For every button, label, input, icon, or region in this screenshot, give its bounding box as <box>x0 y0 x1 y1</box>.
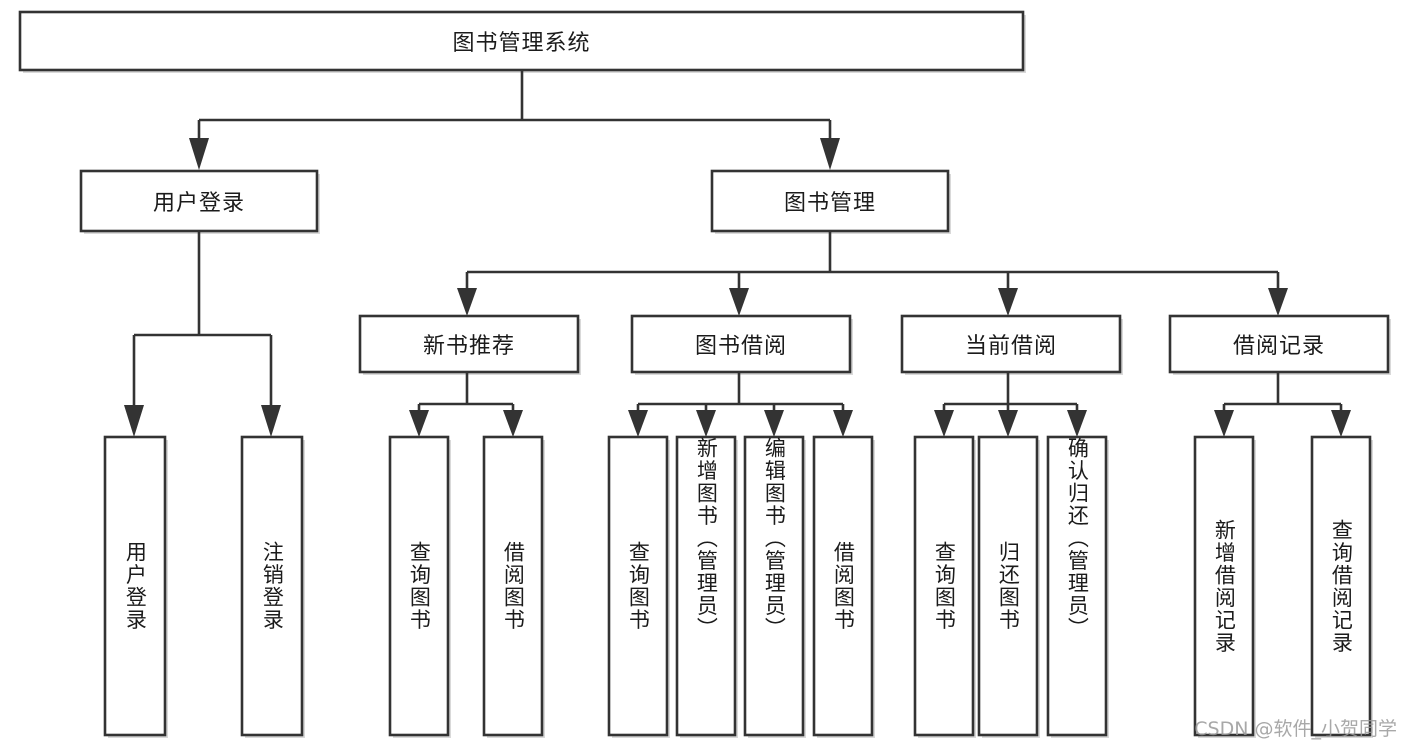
node-user-login[interactable] <box>79 169 320 234</box>
leaf-book-borrow-3[interactable] <box>743 435 806 738</box>
arrow-br-leaf-1 <box>1214 410 1234 437</box>
node-borrow-record[interactable] <box>1168 314 1391 375</box>
arrow-nb-leaf-2 <box>503 410 523 437</box>
node-book-borrow-rect[interactable] <box>630 314 852 374</box>
connector-new-book-to-leaves <box>409 372 523 437</box>
leaf-book-borrow-2[interactable] <box>675 435 738 738</box>
connector-user-login-to-leaves <box>124 231 281 437</box>
leaf-new-book-2[interactable] <box>482 435 545 738</box>
arrow-cb-leaf-2 <box>998 410 1018 437</box>
connector-current-borrow-to-leaves <box>934 372 1087 437</box>
node-user-login-rect[interactable] <box>79 169 319 233</box>
leaf-rect[interactable] <box>240 435 304 737</box>
arrow-to-new-book <box>457 288 477 316</box>
arrow-bb-leaf-2 <box>696 410 716 437</box>
node-new-book-recommend[interactable] <box>358 314 581 375</box>
leaf-rect[interactable] <box>812 435 874 737</box>
leaf-rect[interactable] <box>675 435 737 737</box>
connector-borrow-record-to-leaves <box>1214 372 1351 437</box>
node-book-manage-rect[interactable] <box>710 169 950 233</box>
arrow-cb-leaf-3 <box>1067 410 1087 437</box>
leaf-current-borrow-2[interactable] <box>977 435 1040 738</box>
connector-book-borrow-to-leaves <box>628 372 853 437</box>
leaf-book-borrow-4[interactable] <box>812 435 875 738</box>
node-borrow-record-rect[interactable] <box>1168 314 1390 374</box>
leaf-rect[interactable] <box>482 435 544 737</box>
arrow-ul-leaf-2 <box>261 405 281 437</box>
leaf-rect[interactable] <box>103 435 167 737</box>
node-root-rect[interactable] <box>18 10 1025 72</box>
leaf-borrow-record-1[interactable] <box>1193 435 1256 738</box>
node-current-borrow[interactable] <box>900 314 1123 375</box>
arrow-to-user-login <box>189 138 209 170</box>
leaf-book-borrow-1[interactable] <box>607 435 670 738</box>
arrow-bb-leaf-4 <box>833 410 853 437</box>
leaf-current-borrow-3[interactable] <box>1046 435 1109 738</box>
leaf-rect[interactable] <box>743 435 805 737</box>
leaf-new-book-1[interactable] <box>388 435 451 738</box>
leaf-rect[interactable] <box>1310 435 1372 737</box>
leaf-rect[interactable] <box>977 435 1039 737</box>
arrow-bb-leaf-3 <box>764 410 784 437</box>
leaf-rect[interactable] <box>388 435 450 737</box>
arrow-to-borrow-record <box>1268 288 1288 316</box>
leaf-rect[interactable] <box>607 435 669 737</box>
connector-root-to-level2 <box>189 70 840 170</box>
leaf-rect[interactable] <box>1046 435 1108 737</box>
leaf-current-borrow-1[interactable] <box>913 435 976 738</box>
node-book-borrow[interactable] <box>630 314 853 375</box>
arrow-nb-leaf-1 <box>409 410 429 437</box>
arrow-ul-leaf-1 <box>124 405 144 437</box>
arrow-to-current-borrow <box>998 288 1018 316</box>
leaf-user-login-1[interactable] <box>103 435 168 738</box>
node-root[interactable] <box>18 10 1026 73</box>
connector-book-manage-to-level3 <box>457 231 1288 316</box>
leaf-user-login-2[interactable] <box>240 435 305 738</box>
arrow-to-book-borrow <box>729 288 749 316</box>
leaf-borrow-record-2[interactable] <box>1310 435 1373 738</box>
arrow-cb-leaf-1 <box>934 410 954 437</box>
leaf-rect[interactable] <box>1193 435 1255 737</box>
arrow-bb-leaf-1 <box>628 410 648 437</box>
arrow-to-book-manage <box>820 138 840 170</box>
arrow-br-leaf-2 <box>1331 410 1351 437</box>
node-new-book-rect[interactable] <box>358 314 580 374</box>
leaf-rect[interactable] <box>913 435 975 737</box>
node-book-manage[interactable] <box>710 169 951 234</box>
node-current-borrow-rect[interactable] <box>900 314 1122 374</box>
